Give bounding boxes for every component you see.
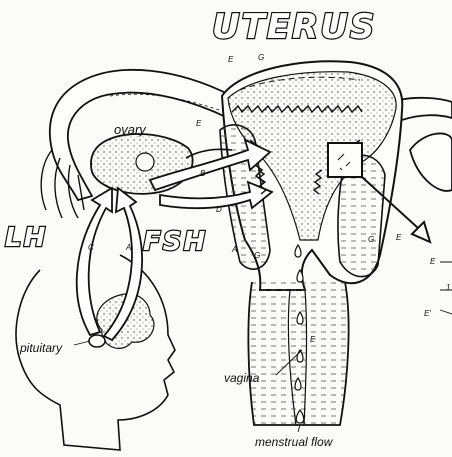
marker-e-side-2: E' [424,309,431,318]
leader-menstrual-flow [298,425,300,432]
marker-a-left: A [125,243,131,252]
marker-b: B [200,169,206,178]
marker-e-side-1: E [430,257,436,266]
title: UTERUS [212,7,376,47]
marker-g-right: G [368,235,374,244]
marker-e-right: E [396,233,402,242]
marker-e-vagina: E [310,335,316,344]
marker-e-top: E [228,55,234,64]
leader-pituitary [74,341,90,345]
menstrual-flow-label: menstrual flow [255,435,334,449]
marker-g-left: G [254,251,260,260]
vagina-label: vagina [224,371,260,385]
fsh-label: FSH [143,227,207,257]
pituitary-label: pituitary [19,341,63,355]
ovary-label: ovary [114,122,147,137]
lh-label: LH [5,223,47,253]
marker-g-top: G [258,53,264,62]
right-fallopian-tube [398,98,452,120]
marker-a-right: A [231,245,237,254]
right-ovary [410,133,452,191]
follicle [136,153,154,171]
marker-d: D [216,205,222,214]
marker-c: C [88,243,94,252]
pituitary-gland [89,335,105,347]
marker-one: 1 [446,283,450,292]
marker-e-ovary: E [196,119,202,128]
magnification-box [328,143,362,177]
